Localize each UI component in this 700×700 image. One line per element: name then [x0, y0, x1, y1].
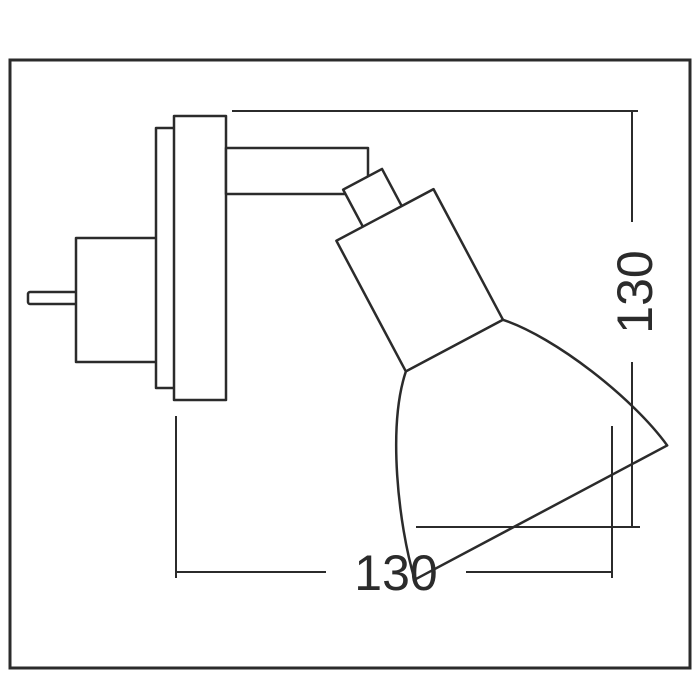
drawing-frame: [8, 58, 692, 670]
plug-pin: [26, 290, 80, 306]
base-block: [172, 114, 228, 402]
height-label: 130: [607, 250, 663, 333]
lamp-head: [335, 167, 669, 581]
plug-body: [74, 236, 160, 364]
width-dimension: 130: [175, 416, 613, 601]
height-dimension: 130: [232, 110, 663, 528]
spotlight-drawing: [26, 114, 669, 581]
lamp-shade: [395, 318, 669, 581]
mounting-arm: [224, 146, 370, 196]
width-label: 130: [354, 545, 437, 601]
